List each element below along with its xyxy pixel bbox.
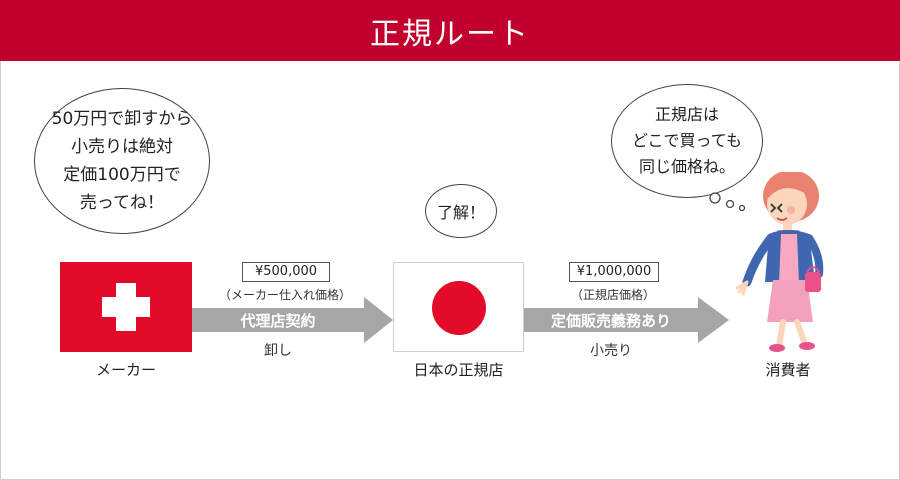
woman-shopper-illustration xyxy=(735,172,824,352)
wholesale-price-note: （メーカー仕入れ価格） xyxy=(218,288,351,302)
wholesale-label: 卸し xyxy=(264,343,292,359)
agency-contract-label: 代理店契約 xyxy=(240,312,316,330)
consumer-thought-text: 正規店は どこで買っても 同じ価格ね。 xyxy=(632,105,742,176)
page-title: 正規ルート xyxy=(0,0,900,61)
maker-speech-bubble: 50万円で卸すから 小売りは絶対 定価100万円で 売ってね！ xyxy=(34,88,210,234)
wholesale-price-box: ¥500,000 xyxy=(242,262,330,282)
shop-speech-bubble: 了解！ xyxy=(425,184,497,238)
shop-caption: 日本の正規店 xyxy=(413,361,504,379)
maker-caption: メーカー xyxy=(95,361,156,379)
shop-speech-text: 了解！ xyxy=(436,203,485,222)
maker-speech-text: 50万円で卸すから 小売りは絶対 定価100万円で 売ってね！ xyxy=(51,109,193,213)
consumer-thought-bubble: 正規店は どこで買っても 同じ価格ね。 xyxy=(611,84,763,198)
retail-price-note: （正規店価格） xyxy=(570,288,655,302)
swiss-flag-icon xyxy=(60,262,192,352)
wholesale-arrow xyxy=(192,297,393,343)
consumer-caption: 消費者 xyxy=(765,361,811,379)
retail-arrow xyxy=(524,297,729,343)
thought-bubble-dots xyxy=(709,192,746,212)
japan-flag-icon xyxy=(393,262,524,352)
retail-price-box: ¥1,000,000 xyxy=(569,262,659,282)
fixed-price-obligation-label: 定価販売義務あり xyxy=(550,312,671,330)
retail-label: 小売り xyxy=(590,343,632,359)
